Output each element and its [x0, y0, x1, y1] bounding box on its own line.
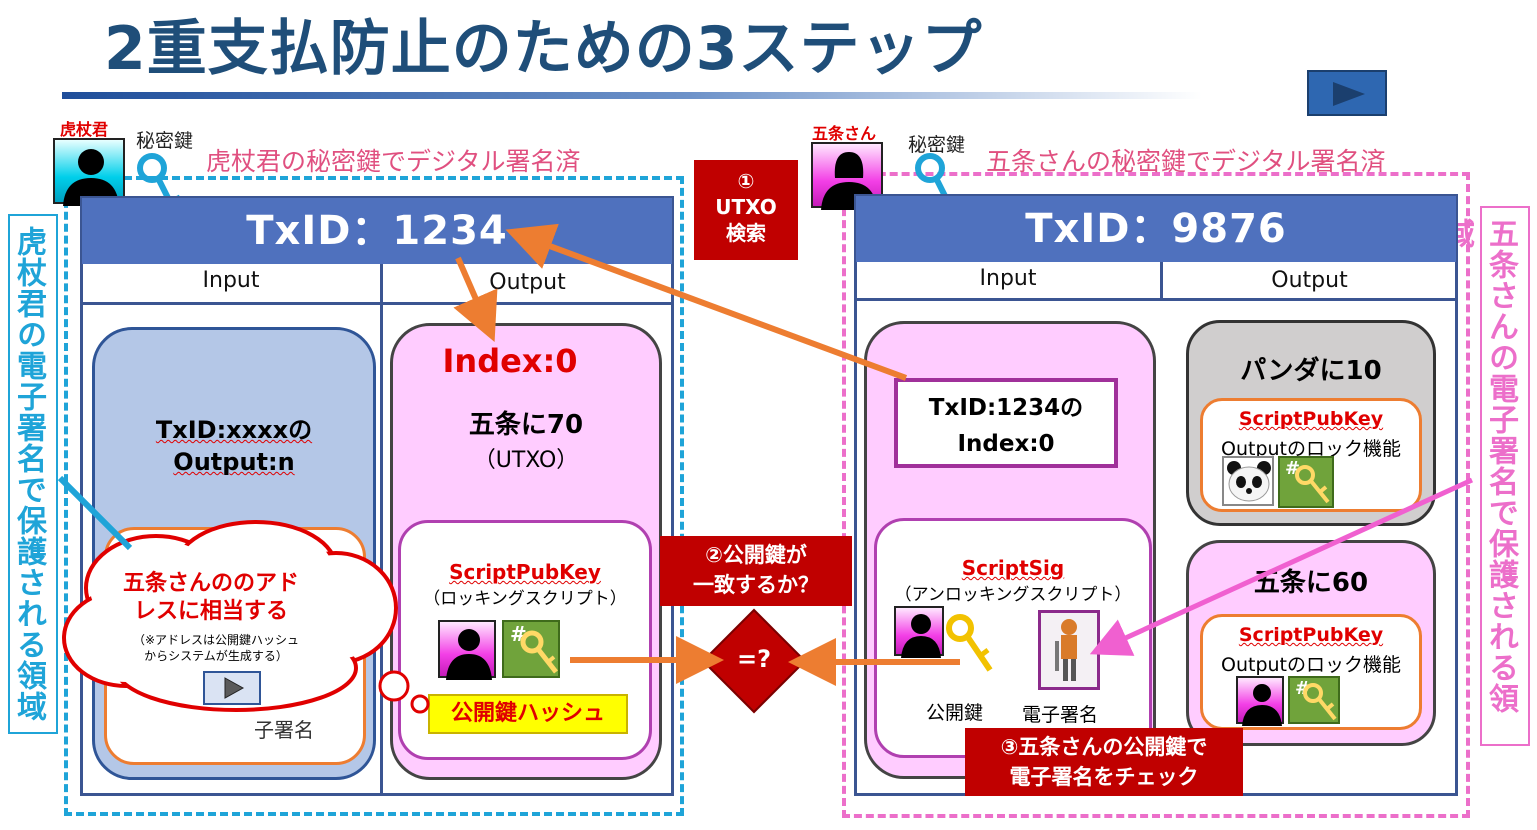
robot-signature-icon — [1055, 619, 1077, 681]
right-input-reference: TxID:1234の Index:0 — [894, 378, 1118, 468]
left-output-utxo: （UTXO） — [473, 448, 579, 473]
play-icon — [224, 677, 245, 699]
step1-line1: UTXO — [715, 195, 777, 219]
public-key-hash-label: 公開鍵ハッシュ — [428, 694, 628, 734]
next-slide-icon — [1333, 82, 1365, 106]
step1-number: ① — [737, 169, 755, 193]
key-icon — [520, 630, 558, 674]
left-scriptpubkey-sub: （ロッキングスクリプト） — [423, 589, 627, 609]
gojo-scriptpubkey-title: ScriptPubKey — [1238, 624, 1384, 646]
key-icon — [1303, 683, 1337, 721]
gojo-scriptpubkey-desc: Outputのロック機能 — [1221, 654, 1401, 676]
right-output-header: Output — [1271, 268, 1348, 293]
index-arrow — [453, 256, 498, 343]
left-scriptpubkey-title: ScriptPubKey — [449, 560, 601, 584]
left-output-amount: 五条に70 — [468, 410, 584, 440]
bubble-note: （※アドレスは公開鍵ハッシュ からシステムが生成する） — [96, 632, 336, 664]
left-input-ref-line2: Output:n — [173, 448, 295, 476]
left-signature-note: 虎杖君の秘密鍵でデジタル署名済 — [206, 147, 581, 176]
bubble-note-line2: からシステムが生成する） — [144, 649, 288, 663]
right-signature-note: 五条さんの秘密鍵でデジタル署名済 — [986, 147, 1386, 176]
left-input-hidden-label: 子署名 — [254, 718, 314, 742]
gojo-output-avatar — [1236, 676, 1284, 726]
bubble-line1: 五条さんののアド — [122, 571, 299, 596]
panda-hash-key-tile: # — [1278, 456, 1334, 508]
itadori-label: 虎杖君 — [60, 120, 109, 139]
left-hash-key-tile: # — [502, 620, 560, 678]
page-title: 2重支払防止のための3ステップ — [104, 14, 983, 84]
key-icon — [1295, 465, 1330, 504]
step3-line2: 電子署名をチェック — [1009, 765, 1199, 789]
right-input-header: Input — [979, 266, 1037, 291]
play-button[interactable] — [203, 671, 261, 705]
scriptsig-sub: （アンロッキングスクリプト） — [894, 585, 1132, 605]
title-underline — [62, 92, 1202, 99]
left-input-ref-line1: TxID:xxxxの — [155, 416, 313, 444]
left-header-divider — [82, 302, 672, 305]
panda-icon — [1227, 461, 1271, 502]
step1-box: ① UTXO 検索 — [694, 160, 798, 260]
right-txid-header: TxID：9876 — [856, 196, 1456, 262]
left-column-divider — [380, 264, 383, 794]
panda-avatar — [1222, 456, 1274, 506]
right-private-key-label: 秘密鍵 — [908, 134, 966, 156]
thought-bubble-shape — [62, 520, 430, 714]
left-input-header: Input — [202, 268, 260, 293]
gojo-pubkey-avatar — [438, 620, 496, 680]
left-private-key-label: 秘密鍵 — [136, 130, 194, 152]
person-silhouette-icon — [901, 614, 941, 658]
bubble-main-text: 五条さんののアド レスに相当する — [86, 570, 336, 626]
step1-arrow — [505, 223, 908, 381]
right-signature-arrow — [1089, 477, 1474, 656]
left-output-header: Output — [489, 270, 566, 295]
left-output-index: Index:0 — [442, 342, 578, 380]
gojo-scriptsig-avatar — [894, 606, 944, 658]
right-input-ref-line1: TxID:1234の — [928, 395, 1084, 421]
compare-label: =? — [736, 645, 772, 673]
signature-label: 電子署名 — [1022, 704, 1099, 726]
key-icon — [946, 614, 993, 672]
right-input-ref-line2: Index:0 — [957, 431, 1055, 457]
right-column-divider — [1160, 262, 1163, 300]
gojo-label: 五条さん — [812, 124, 877, 143]
step2-line1: ②公開鍵が — [705, 543, 807, 567]
left-signature-pointer — [57, 475, 133, 551]
bubble-line2: レスに相当する — [133, 599, 288, 624]
person-silhouette-icon — [446, 629, 492, 680]
next-slide-button[interactable] — [1307, 70, 1387, 116]
panda-scriptpubkey-title: ScriptPubKey — [1238, 408, 1384, 430]
panda-scriptpubkey-desc: Outputのロック機能 — [1221, 438, 1401, 460]
person-silhouette-icon — [1242, 684, 1282, 726]
step2-line2: 一致するか？ — [693, 573, 819, 597]
public-key-label: 公開鍵 — [926, 702, 984, 724]
right-protected-region — [842, 172, 1470, 818]
right-side-label: 五条さんの電子署名で保護される領域 — [1439, 206, 1530, 746]
gojo-hash-key-tile: # — [1288, 676, 1340, 724]
step3-box: ③五条さんの公開鍵で 電子署名をチェック — [965, 728, 1243, 796]
right-header-divider — [856, 298, 1456, 301]
panda-output-title: パンダに10 — [1240, 356, 1382, 386]
left-side-label: 虎杖君の電子署名で保護される領域 — [8, 214, 58, 734]
scriptsig-title: ScriptSig — [961, 556, 1065, 580]
left-protected-region — [64, 176, 684, 816]
step3-line1: ③五条さんの公開鍵で — [1000, 735, 1208, 759]
bubble-note-line1: （※アドレスは公開鍵ハッシュ — [132, 633, 300, 647]
step1-line2: 検索 — [726, 221, 766, 245]
left-input-reference: TxID:xxxxの Output:n — [100, 414, 368, 478]
step2-box: ②公開鍵が 一致するか？ — [660, 536, 852, 606]
